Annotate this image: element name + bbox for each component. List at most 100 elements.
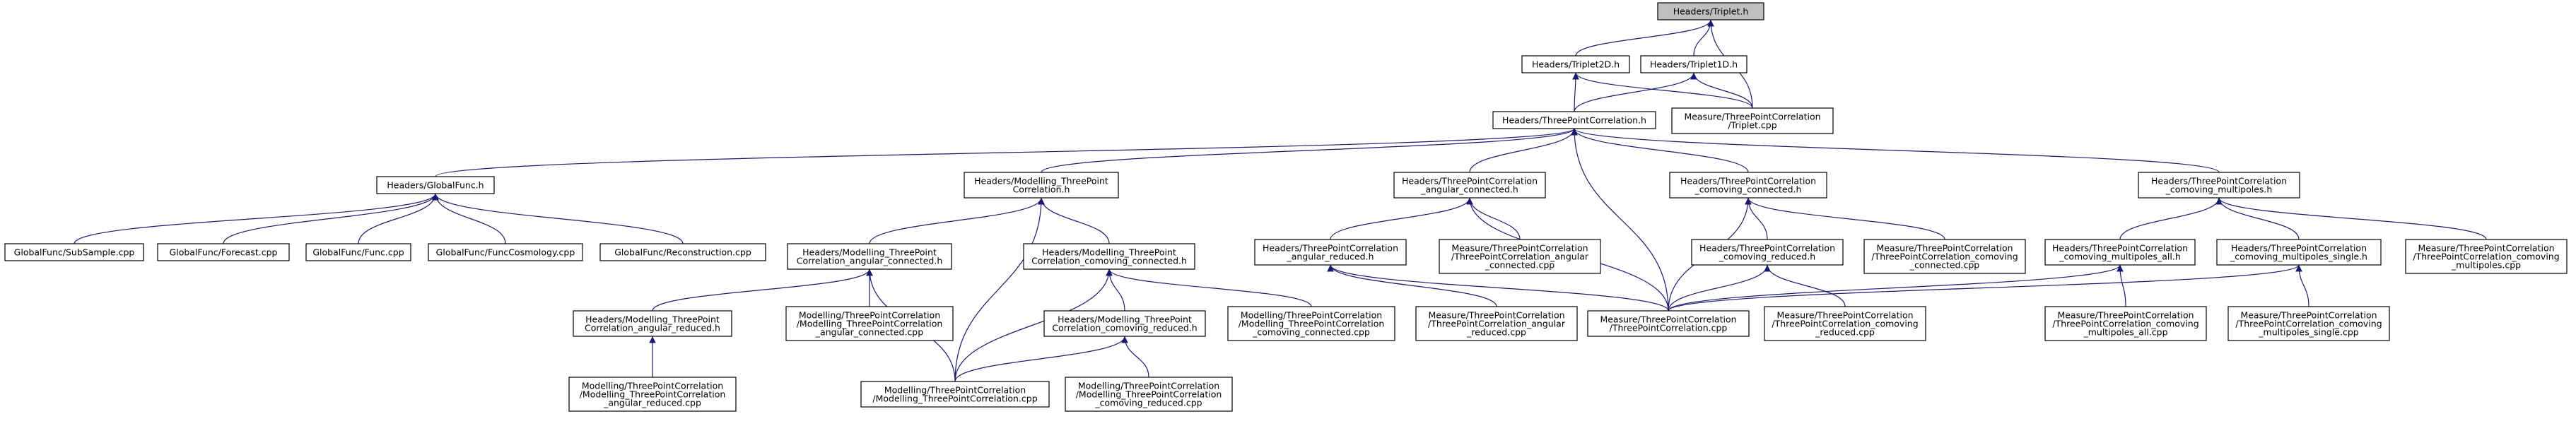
node-mod_tpc_ang_conn_cpp[interactable]: Modelling/ThreePointCorrelation/Modellin… — [785, 306, 954, 341]
edge-globalfunc_h-gf_recon — [432, 193, 684, 244]
node-gf_recon[interactable]: GlobalFunc/Reconstruction.cpp — [599, 243, 766, 261]
node-label: /ThreePointCorrelation_comoving — [2235, 319, 2382, 329]
node-triplet1d_h[interactable]: Headers/Triplet1D.h — [1640, 55, 1747, 73]
edge-triplet_h-triplet2d_h — [1575, 19, 1714, 57]
node-gf_funccosmo[interactable]: GlobalFunc/FuncCosmology.cpp — [428, 243, 583, 261]
node-tpc_com_mult_single_h[interactable]: Headers/ThreePointCorrelation_comoving_m… — [2216, 239, 2382, 266]
node-m_tpc_com_mult_single_cpp[interactable]: Measure/ThreePointCorrelation/ThreePoint… — [2227, 306, 2390, 341]
node-mod_tpc_com_red_cpp[interactable]: Modelling/ThreePointCorrelation/Modellin… — [1065, 377, 1233, 412]
node-label: Correlation_angular_connected.h — [797, 256, 943, 266]
node-label: GlobalFunc/Reconstruction.cpp — [614, 247, 751, 258]
node-m_tpc_cpp[interactable]: Measure/ThreePointCorrelation/ThreePoint… — [1587, 310, 1750, 337]
edge-tpc_com_mult_single_h-m_tpc_cpp — [1668, 264, 2302, 312]
node-tpc_com_conn_h[interactable]: Headers/ThreePointCorrelation_comoving_c… — [1669, 172, 1827, 199]
node-label: _multipoles_all.cpp — [2083, 327, 2167, 338]
node-box — [1587, 310, 1750, 337]
node-m_tpc_com_conn_cpp[interactable]: Measure/ThreePointCorrelation/ThreePoint… — [1863, 239, 2026, 274]
node-label: Headers/Modelling_ThreePoint — [1042, 247, 1176, 258]
edge-tpc_com_mult_h-m_tpc_com_mult_cpp — [2215, 197, 2487, 240]
node-mod_tpc_ang_red_cpp[interactable]: Modelling/ThreePointCorrelation/Modellin… — [568, 377, 737, 412]
edge-tpc_h-tpc_com_conn_h — [1571, 128, 1749, 173]
node-label: /ThreePointCorrelation_comoving — [1772, 319, 1918, 329]
edge-tpc_com_red_h-m_tpc_cpp — [1668, 264, 1771, 312]
node-label: Headers/ThreePointCorrelation — [2052, 243, 2188, 254]
node-label: Measure/ThreePointCorrelation — [1451, 243, 1588, 254]
node-box — [2216, 239, 2382, 266]
node-m_tpc_ang_conn_cpp[interactable]: Measure/ThreePointCorrelation/ThreePoint… — [1439, 239, 1601, 274]
edge-tpc_ang_conn_h-m_tpc_ang_conn_cpp — [1466, 197, 1521, 240]
node-tpc_com_mult_all_h[interactable]: Headers/ThreePointCorrelation_comoving_m… — [2044, 239, 2196, 266]
node-label: /Modelling_ThreePointCorrelation — [1239, 319, 1385, 329]
node-box — [157, 243, 290, 261]
node-tpc_com_mult_h[interactable]: Headers/ThreePointCorrelation_comoving_m… — [2138, 172, 2300, 199]
edge-tpc_ang_red_h-m_tpc_cpp — [1327, 264, 1669, 312]
node-mod_tpc_ang_conn_h[interactable]: Headers/Modelling_ThreePointCorrelation_… — [787, 243, 952, 270]
node-box — [599, 243, 766, 261]
node-label: _comoving_multipoles_all.h — [2059, 252, 2181, 262]
node-m_tpc_com_mult_all_cpp[interactable]: Measure/ThreePointCorrelation/ThreePoint… — [2044, 306, 2207, 341]
node-mod_tpc_com_conn_h[interactable]: Headers/Modelling_ThreePointCorrelation_… — [1023, 243, 1195, 270]
node-box — [1640, 55, 1747, 73]
node-globalfunc_h[interactable]: Headers/GlobalFunc.h — [376, 176, 495, 194]
node-label: /ThreePointCorrelation.cpp — [1610, 323, 1728, 333]
node-tpc_h[interactable]: Headers/ThreePointCorrelation.h — [1492, 111, 1656, 129]
node-gf_forecast[interactable]: GlobalFunc/Forecast.cpp — [157, 243, 290, 261]
edge-tpc_h-globalfunc_h — [435, 128, 1578, 177]
node-mod_tpc_cpp[interactable]: Modelling/ThreePointCorrelation/Modellin… — [860, 381, 1050, 408]
node-label: Headers/ThreePointCorrelation — [1680, 176, 1816, 187]
node-gf_subsample[interactable]: GlobalFunc/SubSample.cpp — [4, 243, 144, 261]
node-label: _comoving_connected.h — [1694, 184, 1802, 195]
node-label: Modelling/ThreePointCorrelation — [884, 385, 1026, 396]
node-label: /Modelling_ThreePointCorrelation — [797, 319, 943, 329]
node-box — [1065, 377, 1233, 412]
node-m_tpc_com_mult_cpp[interactable]: Measure/ThreePointCorrelation/ThreePoint… — [2405, 239, 2568, 274]
node-tpc_ang_red_h[interactable]: Headers/ThreePointCorrelation_angular_re… — [1254, 239, 1407, 266]
node-m_triplet_cpp[interactable]: Measure/ThreePointCorrelation/Triplet.cp… — [1671, 107, 1834, 134]
node-box — [1492, 111, 1656, 129]
edge-mod_tpc_com_conn_h-mod_tpc_com_conn_cpp — [1106, 268, 1312, 307]
node-box — [1043, 310, 1206, 337]
node-box — [2138, 172, 2300, 199]
node-box — [1227, 306, 1395, 341]
node-label: Measure/ThreePointCorrelation — [1684, 112, 1820, 122]
edge-tpc_com_mult_all_h-m_tpc_cpp — [1668, 264, 2124, 312]
node-triplet_h[interactable]: Headers/Triplet.h — [1657, 2, 1764, 20]
node-label: GlobalFunc/SubSample.cpp — [14, 247, 135, 258]
node-label: /ThreePointCorrelation_comoving — [1871, 252, 2018, 262]
node-label: Headers/GlobalFunc.h — [387, 180, 484, 191]
node-m_tpc_com_red_cpp[interactable]: Measure/ThreePointCorrelation/ThreePoint… — [1764, 306, 1926, 341]
node-label: Correlation_comoving_reduced.h — [1052, 323, 1197, 333]
edge-mod_tpc_h-mod_tpc_ang_conn_h — [869, 197, 1045, 244]
node-label: _reduced.cpp — [1815, 327, 1875, 338]
node-m_tpc_ang_red_cpp[interactable]: Measure/ThreePointCorrelation/ThreePoint… — [1415, 306, 1578, 341]
node-label: Measure/ThreePointCorrelation — [2240, 310, 2377, 321]
node-label: _connected.cpp — [1909, 260, 1979, 271]
node-label: Headers/Modelling_ThreePoint — [585, 314, 720, 325]
node-mod_tpc_com_red_h[interactable]: Headers/Modelling_ThreePointCorrelation_… — [1043, 310, 1206, 337]
node-tpc_ang_conn_h[interactable]: Headers/ThreePointCorrelation_angular_co… — [1393, 172, 1546, 199]
node-label: _connected.cpp — [1485, 260, 1555, 271]
node-box — [964, 172, 1119, 199]
node-box — [4, 243, 144, 261]
node-triplet2d_h[interactable]: Headers/Triplet2D.h — [1521, 55, 1630, 73]
node-label: Headers/Triplet2D.h — [1532, 59, 1620, 70]
edge-globalfunc_h-gf_funccosmo — [432, 193, 506, 244]
node-label: _comoving_reduced.h — [1719, 252, 1815, 262]
edge-tpc_h-m_tpc_cpp — [1571, 128, 1669, 312]
edge-mod_tpc_com_red_h-mod_tpc_cpp — [954, 336, 1128, 382]
node-box — [1657, 2, 1764, 20]
edge-tpc_com_mult_all_h-m_tpc_com_mult_all_cpp — [2117, 264, 2126, 307]
edge-tpc_com_conn_h-tpc_com_red_h — [1745, 197, 1768, 240]
node-mod_tpc_ang_red_h[interactable]: Headers/Modelling_ThreePointCorrelation_… — [573, 310, 732, 337]
node-mod_tpc_com_conn_cpp[interactable]: Modelling/ThreePointCorrelation/Modellin… — [1227, 306, 1395, 341]
node-gf_func[interactable]: GlobalFunc/Func.cpp — [305, 243, 411, 261]
edge-tpc_com_mult_h-tpc_com_mult_single_h — [2215, 197, 2300, 240]
edge-mod_tpc_h-mod_tpc_cpp — [954, 197, 1045, 382]
node-tpc_com_red_h[interactable]: Headers/ThreePointCorrelation_comoving_r… — [1691, 239, 1844, 266]
node-label: /Modelling_ThreePointCorrelation — [580, 389, 726, 400]
node-label: /ThreePointCorrelation_comoving — [2052, 319, 2199, 329]
edge-tpc_ang_conn_h-tpc_ang_red_h — [1330, 197, 1473, 240]
node-label: Headers/ThreePointCorrelation — [2151, 176, 2287, 187]
node-mod_tpc_h[interactable]: Headers/Modelling_ThreePointCorrelation.… — [964, 172, 1119, 199]
